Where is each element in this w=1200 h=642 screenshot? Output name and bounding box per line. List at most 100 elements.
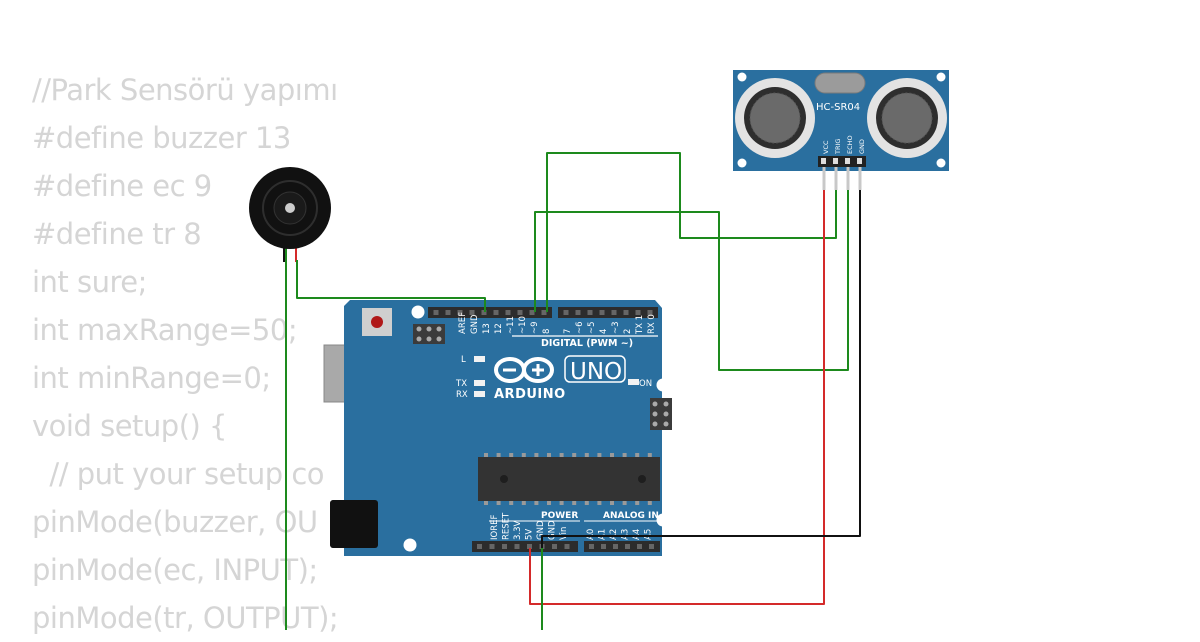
sensor-header [818,156,866,167]
analog-pin-label: A1 [598,529,608,540]
header-pin [637,544,642,549]
code-line: void setup() { [32,409,228,443]
led-tx [474,380,485,386]
header-pin [517,310,523,315]
code-line: pinMode(buzzer, OU [32,505,318,539]
analog-label: ANALOG IN [603,511,659,521]
buzzer[interactable] [249,167,331,630]
header-pin [502,544,507,549]
header-pin [457,310,463,315]
led-l [474,356,485,362]
header-pin [623,310,629,315]
header-pin [564,544,570,549]
digital-pin-label: AREF [458,312,468,334]
power-pin-label: Vin [559,527,569,540]
digital-pin-label: 8 [542,329,552,334]
code-line: int minRange=0; [32,361,271,395]
digital-pin-label: ~10 [518,316,528,334]
sensor-pin-label: ECHO [846,135,854,154]
digital-pin-label: 4 [599,329,609,334]
header-pin [489,544,495,549]
power-pin-label: 3.3V [513,520,523,540]
power-header [472,541,578,552]
code-line: #define tr 8 [32,217,202,251]
led-l-label: L [461,355,466,365]
digital-pin-label: ~9 [530,321,540,334]
header-pin [529,310,535,315]
header-pin [625,544,630,549]
digital-pin-label: 2 [623,329,633,334]
digital-pin-label: ~5 [587,321,597,334]
header-pin [477,544,482,549]
header-pin [611,310,617,315]
microcontroller-chip [478,457,660,501]
logo-text: ARDUINO [494,387,566,402]
transducer-right [867,78,947,158]
wire-gnd-sensor [541,190,861,548]
sensor-pin-label: VCC [822,140,830,154]
analog-pin-label: A3 [621,529,631,540]
sensor-pin-label: TRIG [834,139,842,155]
header-pin [552,544,557,549]
analog-pin-label: A5 [644,529,654,540]
header-pin [505,310,511,315]
code-background: //Park Sensörü yapımı #define buzzer 13 #d… [32,66,339,642]
header-pin [514,544,520,549]
digital-pin-label: 13 [482,323,492,334]
crystal [814,72,866,94]
code-line: #define ec 9 [32,169,212,203]
code-line: //Park Sensörü yapımı [32,73,338,107]
power-pin-label: IOREF [490,515,500,540]
code-line: #define buzzer 13 [32,121,291,155]
digital-pin-label: 12 [494,323,504,334]
power-pin-label: GND [536,520,546,540]
code-line: pinMode(ec, INPUT); [32,553,318,587]
header-pin [493,310,499,315]
header-pin [599,310,605,315]
header-pin [613,544,618,549]
header-pin [433,310,439,315]
wire-vcc-5v [529,190,825,605]
header-pin [601,544,606,549]
header-pin [541,310,547,315]
header-pin [647,310,653,315]
led-rx-label: RX [456,390,468,400]
power-pin-label: RESET [502,512,512,540]
header-pin [481,310,487,315]
sensor-name: HC-SR04 [816,102,860,113]
code-line: pinMode(tr, OUTPUT); [32,601,339,635]
led-on [628,379,639,385]
transducer-left [735,78,815,158]
analog-header [584,541,660,552]
analog-pin-label: A0 [586,529,596,540]
code-line: int maxRange=50; [32,313,298,347]
digital-pin-label: ~3 [611,321,621,334]
power-pin-label: GND [548,520,558,540]
digital-pin-label: RX 0 [647,314,657,334]
power-label: POWER [541,511,578,521]
header-pin [635,310,641,315]
code-line: int sure; [32,265,147,299]
digital-pin-label: TX 1 [635,315,645,335]
power-pin-label: 5V [525,529,535,540]
led-rx [474,391,485,397]
header-pin [469,310,475,315]
wire-trig-pin8 [546,152,837,312]
header-pin [589,544,594,549]
header-pin [649,544,654,549]
analog-pin-label: A2 [609,529,619,540]
digital-pin-label: ~6 [575,321,585,334]
wire-echo-pin9 [534,190,849,371]
wire-buzzer-pin13 [296,260,486,312]
header-pin [587,310,593,315]
header-pin [563,310,569,315]
header-pin [575,310,581,315]
model-label: UNO [570,359,622,385]
digital-header-left [428,307,552,318]
header-pin [527,544,532,549]
header-pin [445,310,451,315]
digital-header-right [558,307,658,318]
